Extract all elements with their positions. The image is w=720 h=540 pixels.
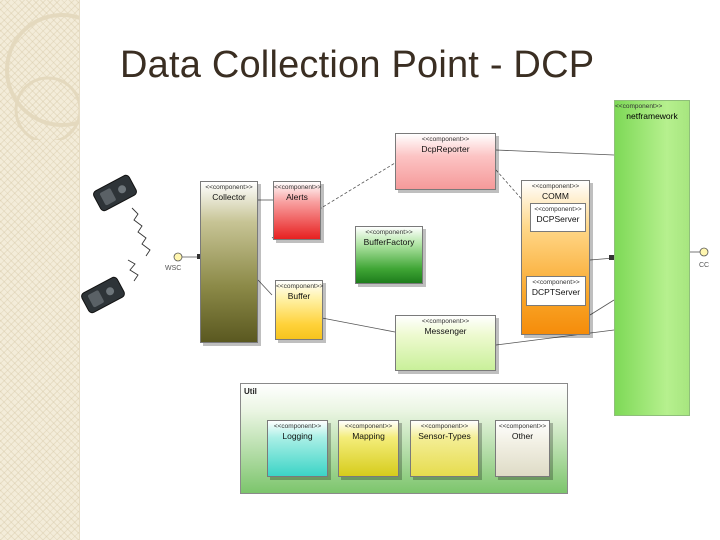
component-messenger: <<component>> Messenger: [395, 315, 496, 371]
slide-title: Data Collection Point - DCP: [120, 44, 595, 86]
component-name: DCPServer: [536, 214, 580, 224]
stereotype-label: <<component>>: [531, 183, 580, 190]
component-dcp-server: <<component>> DCPServer: [530, 203, 586, 232]
util-component-mapping: <<component>> Mapping: [338, 420, 399, 477]
wireless-signal-icon: [127, 207, 151, 282]
sensor-device-icon: [93, 174, 137, 212]
decorative-sidebar: [0, 0, 119, 540]
component-buffer-factory: <<component>> BufferFactory: [355, 226, 423, 284]
stereotype-label: <<component>>: [420, 423, 469, 430]
component-net-framework: <<component>> netframework: [614, 100, 690, 416]
util-component-logging: <<component>> Logging: [267, 420, 328, 477]
component-name: Sensor-Types: [418, 431, 471, 441]
component-name: Other: [511, 431, 534, 441]
component-name: Collector: [212, 192, 246, 202]
interface-lollipop-icon: [173, 247, 709, 262]
stereotype-label: <<component>>: [205, 184, 253, 191]
component-name: DCPTServer: [531, 287, 581, 297]
stereotype-label: <<component>>: [365, 229, 413, 236]
stereotype-label: <<component>>: [532, 279, 580, 286]
component-name: Alerts: [286, 192, 308, 202]
stereotype-label: <<component>>: [615, 103, 663, 110]
util-component-other: <<component>> Other: [495, 420, 550, 477]
sensor-device-icon: [81, 276, 125, 314]
component-collector: <<component>> Collector: [200, 181, 258, 343]
util-package-label: Util: [244, 387, 257, 396]
stereotype-label: <<component>>: [274, 184, 322, 191]
component-buffer: <<component>> Buffer: [275, 280, 323, 340]
component-name: netframework: [626, 111, 678, 121]
stereotype-label: <<component>>: [498, 423, 547, 430]
util-component-sensor-types: <<component>> Sensor-Types: [410, 420, 479, 477]
stereotype-label: <<component>>: [534, 206, 582, 213]
component-name: Logging: [282, 431, 313, 441]
component-name: Messenger: [424, 326, 467, 336]
stereotype-label: <<component>>: [421, 136, 470, 143]
component-name: Buffer: [287, 291, 311, 301]
port-label-wsc: WSC: [165, 265, 182, 272]
component-name: COMM: [542, 191, 569, 201]
port-label-cc: CC: [699, 262, 710, 269]
stereotype-label: <<component>>: [421, 318, 470, 325]
component-dcp-reporter: <<component>> DcpReporter: [395, 133, 496, 190]
stereotype-label: <<component>>: [273, 423, 322, 430]
component-name: BufferFactory: [363, 237, 415, 247]
component-name: Mapping: [352, 431, 385, 441]
stereotype-label: <<component>>: [344, 423, 393, 430]
component-dcpt-server: <<component>> DCPTServer: [526, 276, 586, 306]
component-alerts: <<component>> Alerts: [273, 181, 321, 240]
stereotype-label: <<component>>: [276, 283, 324, 290]
component-name: DcpReporter: [421, 144, 470, 154]
